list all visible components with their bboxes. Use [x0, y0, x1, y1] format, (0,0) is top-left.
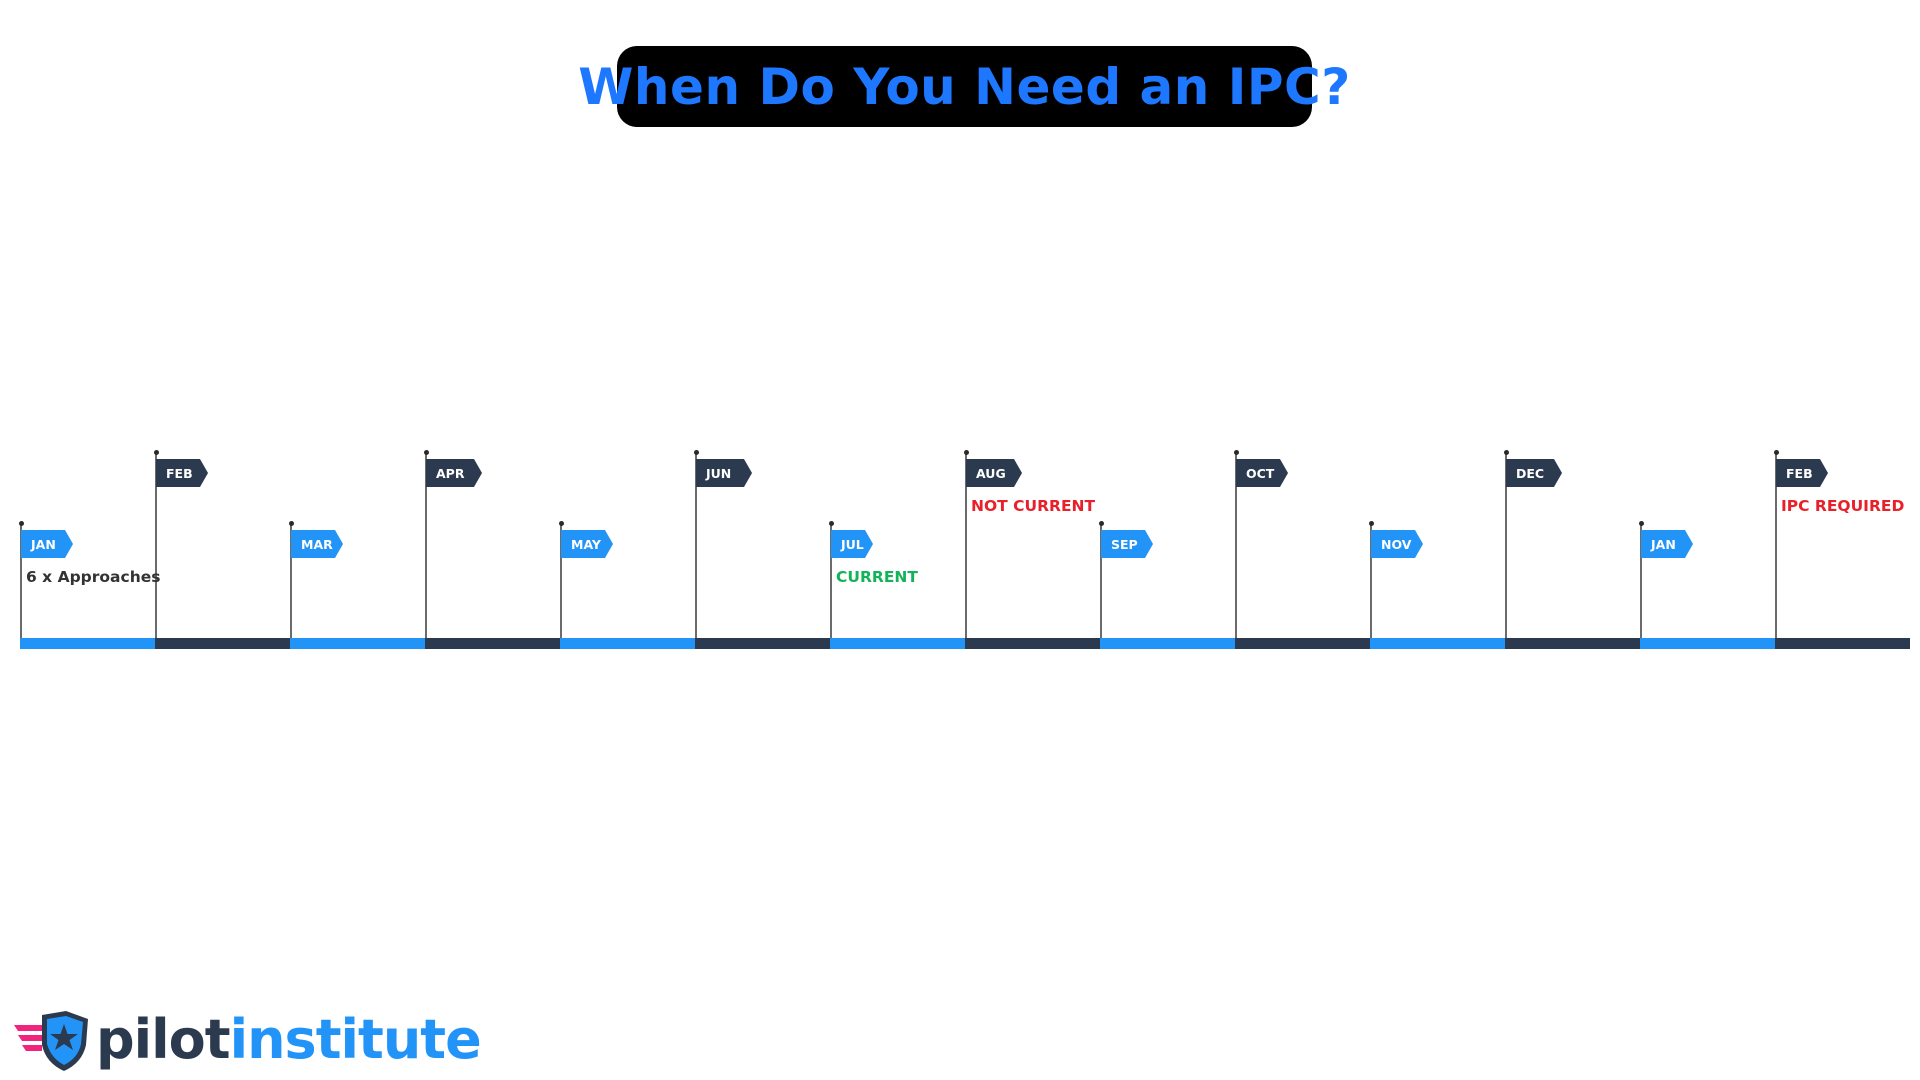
timeline-segment	[695, 638, 830, 649]
flag-pole	[425, 453, 427, 638]
timeline-segment	[1235, 638, 1370, 649]
flag-pole-cap	[1638, 521, 1644, 526]
month-flag: DEC	[1506, 459, 1562, 487]
month-flag: JUN	[696, 459, 752, 487]
logo-word-pilot: pilot	[96, 1008, 231, 1071]
flag-pole	[1235, 453, 1237, 638]
flag-pole-cap	[153, 450, 159, 455]
timeline-segment	[1775, 638, 1910, 649]
flag-pole	[965, 453, 967, 638]
flag-pole	[695, 453, 697, 638]
timeline-segment	[1100, 638, 1235, 649]
month-flag: JUL	[831, 530, 873, 558]
logo-wordmark: pilotinstitute	[96, 1013, 482, 1067]
flag-pole	[830, 524, 832, 638]
flag-pole-cap	[1503, 450, 1509, 455]
month-flag: JAN	[1641, 530, 1693, 558]
winged-shield-star-icon	[14, 1011, 88, 1071]
timeline-segment	[965, 638, 1100, 649]
month-flag: JAN	[21, 530, 73, 558]
month-flag: MAY	[561, 530, 613, 558]
month-flag: FEB	[156, 459, 208, 487]
flag-pole	[20, 524, 22, 638]
timeline-note: NOT CURRENT	[971, 497, 1096, 515]
flag-pole-cap	[288, 521, 294, 526]
flag-pole-cap	[963, 450, 969, 455]
flag-pole	[1370, 524, 1372, 638]
pilot-institute-logo: pilotinstitute	[12, 1005, 482, 1075]
timeline-segment	[290, 638, 425, 649]
timeline-note: CURRENT	[836, 568, 918, 586]
month-flag: OCT	[1236, 459, 1288, 487]
month-flag: SEP	[1101, 530, 1153, 558]
timeline-segment	[155, 638, 290, 649]
flag-pole-cap	[558, 521, 564, 526]
title-banner: When Do You Need an IPC?	[578, 46, 1350, 127]
month-flag: FEB	[1776, 459, 1828, 487]
flag-pole	[155, 453, 157, 638]
flag-pole	[560, 524, 562, 638]
flag-pole-cap	[693, 450, 699, 455]
flag-pole-cap	[1233, 450, 1239, 455]
month-flag: NOV	[1371, 530, 1423, 558]
month-flag: APR	[426, 459, 482, 487]
flag-pole	[1100, 524, 1102, 638]
timeline-segment	[20, 638, 155, 649]
flag-pole	[1775, 453, 1777, 638]
flag-pole-cap	[1098, 521, 1104, 526]
timeline-segment	[425, 638, 560, 649]
timeline-segment	[830, 638, 965, 649]
flag-pole	[1505, 453, 1507, 638]
month-flag: MAR	[291, 530, 343, 558]
month-flag: AUG	[966, 459, 1022, 487]
flag-pole-cap	[1773, 450, 1779, 455]
logo-word-institute: institute	[229, 1008, 482, 1071]
flag-pole	[290, 524, 292, 638]
timeline-segment	[560, 638, 695, 649]
timeline-note: IPC REQUIRED	[1781, 497, 1905, 515]
timeline-segment	[1640, 638, 1775, 649]
timeline-note: 6 x Approaches	[26, 568, 161, 586]
page-title: When Do You Need an IPC?	[578, 57, 1351, 116]
flag-pole-cap	[1368, 521, 1374, 526]
flag-pole-cap	[18, 521, 24, 526]
timeline-segment	[1370, 638, 1505, 649]
flag-pole	[1640, 524, 1642, 638]
flag-pole-cap	[423, 450, 429, 455]
flag-pole-cap	[828, 521, 834, 526]
timeline-segment	[1505, 638, 1640, 649]
